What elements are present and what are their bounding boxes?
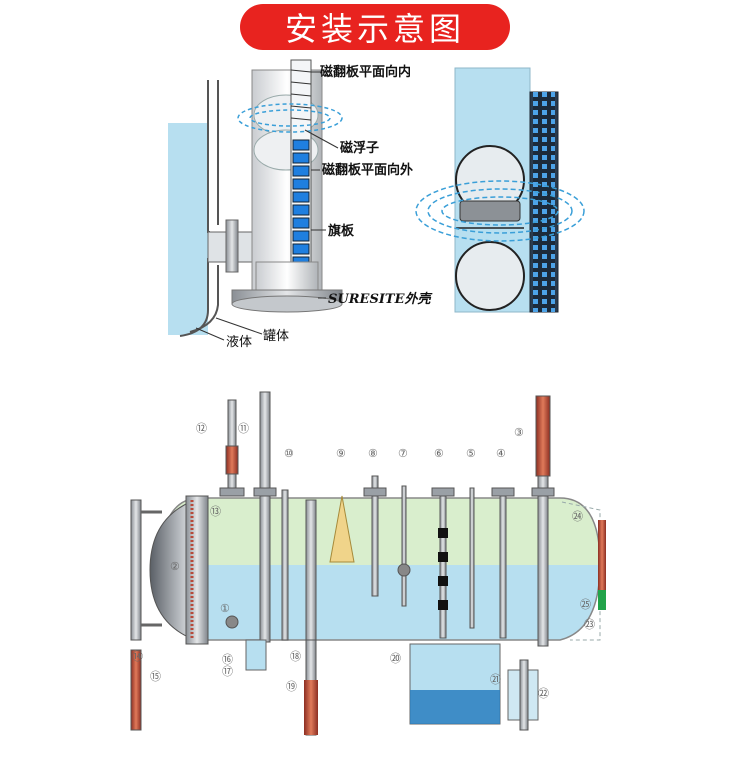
callout-23: ㉓ — [584, 618, 595, 631]
callout-15: ⑮ — [150, 670, 161, 683]
float-closeup-diagram — [415, 67, 585, 313]
callout-18: ⑱ — [290, 650, 301, 663]
callout-5: ⑤ — [466, 447, 476, 460]
tank-liquid — [168, 123, 208, 335]
white-flaps — [290, 69, 312, 121]
label-tank: 罐体 — [263, 329, 289, 344]
callout-1: ① — [220, 602, 230, 615]
callout-8: ⑧ — [368, 447, 378, 460]
label-flag: 旗板 — [328, 223, 355, 239]
label-flap-inward: 磁翻板平面向内 — [320, 64, 411, 80]
callout-13: ⑬ — [210, 505, 221, 518]
callout-20: ⑳ — [390, 652, 401, 665]
label-magnetic-float: 磁浮子 — [340, 140, 379, 156]
callout-9: ⑨ — [336, 447, 346, 460]
callout-21: ㉑ — [490, 673, 501, 686]
callout-2: ② — [170, 560, 180, 573]
callout-17: ⑰ — [222, 665, 233, 678]
callout-3: ③ — [514, 426, 524, 439]
callout-19: ⑲ — [286, 680, 297, 693]
label-flap-outward: 磁翻板平面向外 — [322, 162, 413, 178]
callout-22: ㉒ — [538, 687, 549, 700]
callout-7: ⑦ — [398, 447, 408, 460]
callout-11: ⑪ — [238, 422, 249, 435]
label-shell: SURESITE外壳 — [328, 291, 432, 307]
cross-section-diagram: 磁翻板平面向内 磁浮子 磁翻板平面向外 旗板 SURESITE外壳 液体 罐体 — [168, 59, 432, 350]
callout-14: ⑭ — [132, 650, 143, 663]
vessel-diagram: ⑫ ⑪ ⑩ ⑨ ⑧ ⑦ ⑥ ⑤ ④ ③ ② ① ⑬ ⑭ ⑮ ⑯ ⑰ ⑱ ⑲ ⑳ … — [130, 391, 606, 736]
callout-24: ㉔ — [572, 510, 583, 523]
callout-25: ㉕ — [580, 598, 591, 611]
callout-12: ⑫ — [196, 422, 207, 435]
callout-4: ④ — [496, 447, 506, 460]
callout-16: ⑯ — [222, 653, 233, 666]
callout-10: ⑩ — [284, 447, 294, 460]
callout-6: ⑥ — [434, 447, 444, 460]
page-title: 安装示意图 — [240, 4, 510, 50]
label-liquid: 液体 — [226, 335, 252, 350]
